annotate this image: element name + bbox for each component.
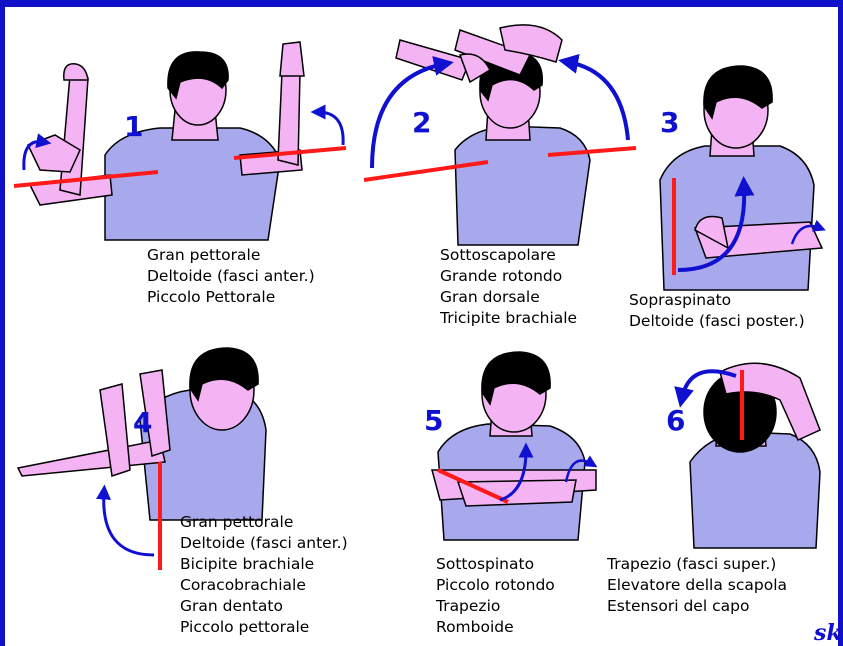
muscle-list-2: Sottoscapolare Grande rotondo Gran dorsa… (440, 245, 577, 329)
muscle-list-1: Gran pettorale Deltoide (fasci anter.) P… (147, 245, 315, 308)
muscle-list-4: Gran pettorale Deltoide (fasci anter.) B… (180, 512, 348, 638)
rotation-arrow-2a (372, 64, 444, 168)
author-signature: sk (814, 620, 842, 646)
muscle-list-6: Trapezio (fasci super.) Elevatore della … (607, 554, 787, 617)
muscle-list-5: Sottospinato Piccolo rotondo Trapezio Ro… (436, 554, 555, 638)
figure-1-illustration (28, 42, 304, 240)
muscle-label: Gran pettorale (147, 245, 315, 266)
panel-number: 5 (424, 404, 443, 437)
muscle-label: Gran dorsale (440, 287, 577, 308)
panel-number: 2 (412, 106, 431, 139)
figure-5-illustration (432, 352, 596, 540)
muscle-label: Grande rotondo (440, 266, 577, 287)
muscle-label: Deltoide (fasci poster.) (629, 311, 805, 332)
muscle-label: Sottoscapolare (440, 245, 577, 266)
muscle-label: Piccolo Pettorale (147, 287, 315, 308)
muscle-label: Gran dentato (180, 596, 348, 617)
muscle-label: Piccolo pettorale (180, 617, 348, 638)
muscle-label: Bicipite brachiale (180, 554, 348, 575)
muscle-label: Deltoide (fasci anter.) (180, 533, 348, 554)
muscle-label: Sottospinato (436, 554, 555, 575)
panel-number: 4 (133, 406, 152, 439)
rotation-arrow-4 (104, 492, 154, 555)
rotation-arrow-1b (318, 112, 343, 145)
muscle-label: Gran pettorale (180, 512, 348, 533)
figure-3-illustration (660, 66, 822, 290)
muscle-label: Romboide (436, 617, 555, 638)
figure-6-illustration (690, 363, 820, 548)
muscle-label: Trapezio (fasci super.) (607, 554, 787, 575)
muscle-label: Estensori del capo (607, 596, 787, 617)
rotation-arrow-2b (568, 62, 628, 140)
panel-number: 1 (124, 110, 143, 143)
muscle-label: Piccolo rotondo (436, 575, 555, 596)
muscle-label: Sopraspinato (629, 290, 805, 311)
muscle-list-3: Sopraspinato Deltoide (fasci poster.) (629, 290, 805, 332)
muscle-label: Coracobrachiale (180, 575, 348, 596)
muscle-label: Elevatore della scapola (607, 575, 787, 596)
muscle-label: Trapezio (436, 596, 555, 617)
panel-number: 3 (660, 106, 679, 139)
panel-number: 6 (666, 404, 685, 437)
muscle-label: Deltoide (fasci anter.) (147, 266, 315, 287)
muscle-label: Tricipite brachiale (440, 308, 577, 329)
